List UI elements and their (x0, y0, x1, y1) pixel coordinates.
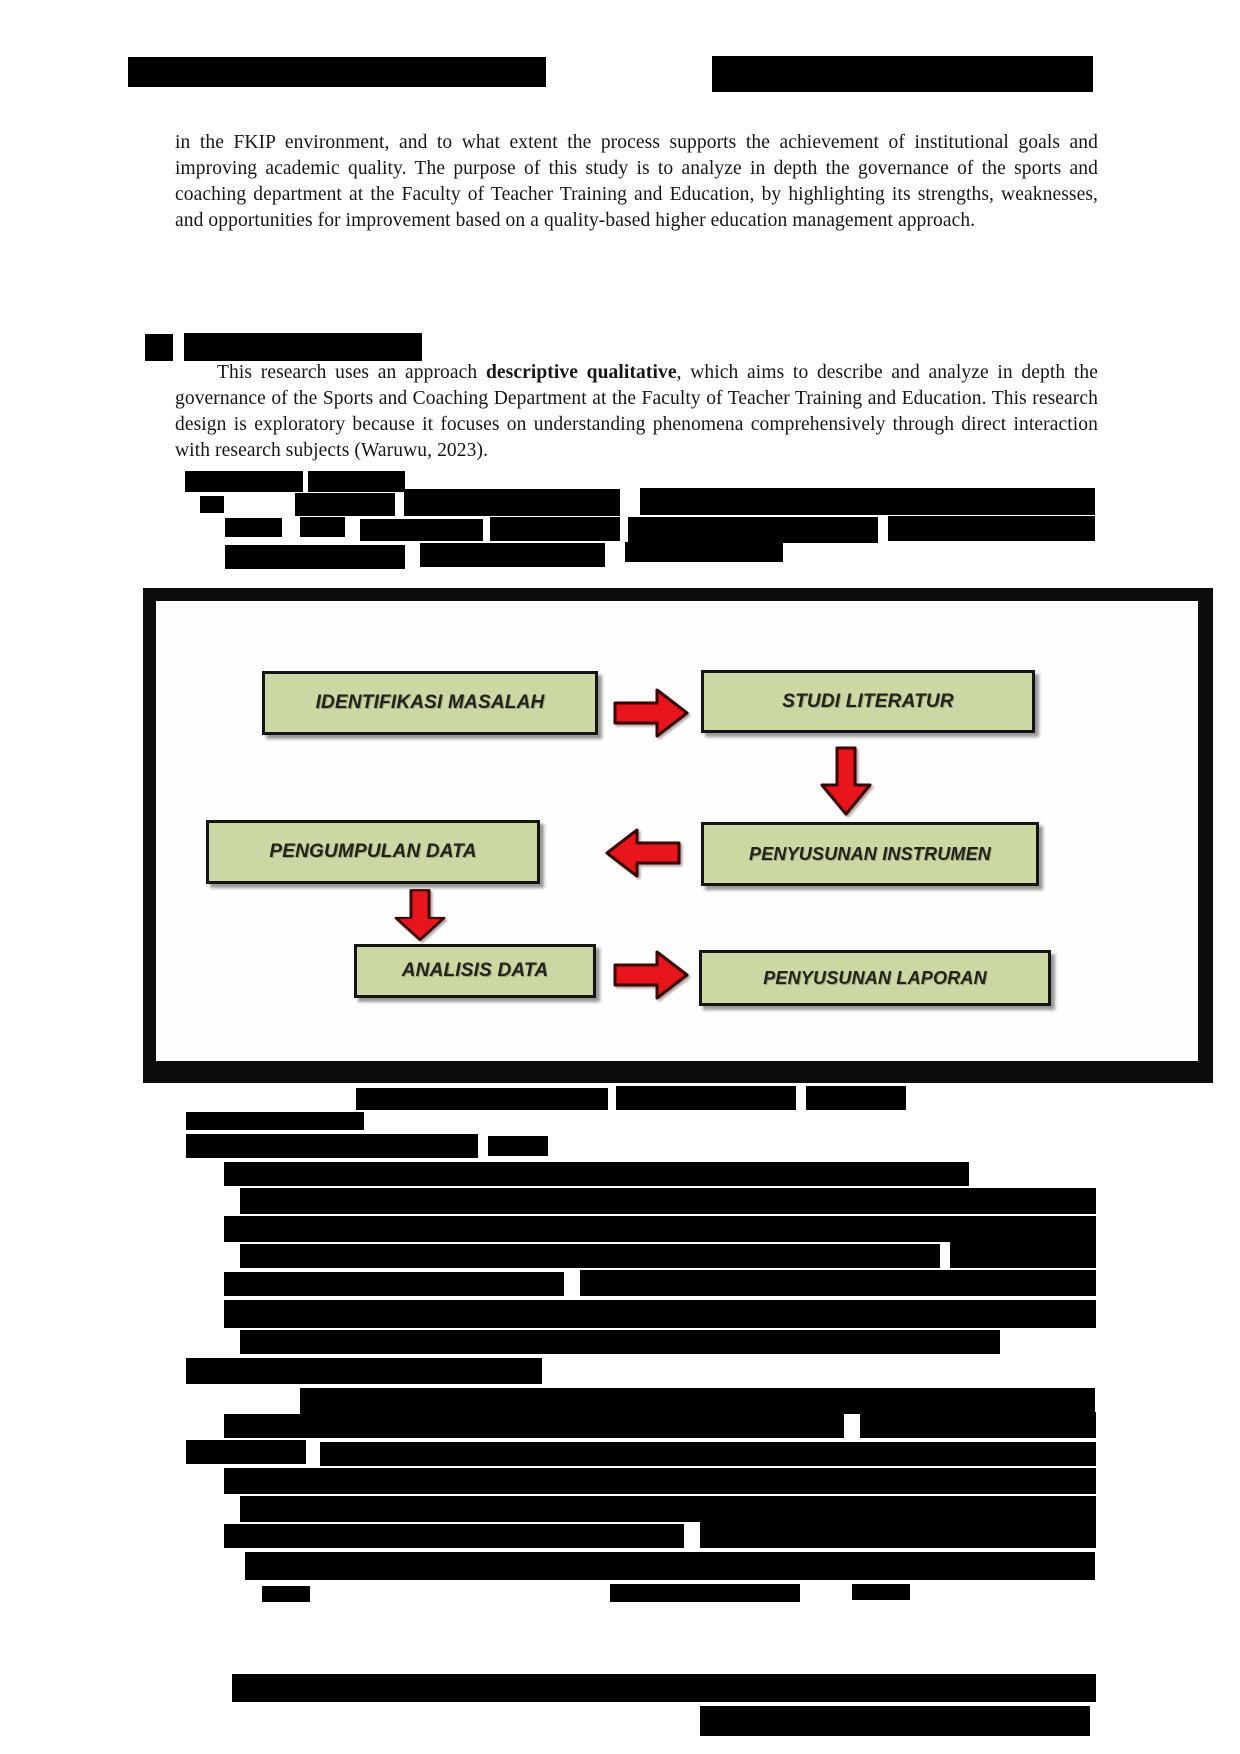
arrow-left-icon (604, 824, 682, 882)
redacted-text-block (224, 1414, 844, 1438)
redacted-text-block (420, 543, 605, 567)
redacted-text-block (640, 488, 1095, 515)
redacted-text-block (262, 1586, 310, 1602)
redacted-text-block (742, 1584, 790, 1600)
redacted-text-block (404, 489, 620, 516)
arrow-down-icon (392, 888, 448, 942)
redacted-text-block (128, 57, 546, 87)
redacted-text-block (860, 1412, 1096, 1438)
redacted-text-block (580, 1270, 1096, 1296)
redacted-text-block (240, 1244, 940, 1268)
redacted-text-block (224, 1468, 1096, 1494)
arrow-down-icon (818, 745, 874, 817)
arrow-right-icon (612, 684, 690, 742)
redacted-text-block (700, 1706, 1090, 1736)
redacted-text-block (224, 1272, 564, 1296)
redacted-text-block (225, 545, 405, 569)
redacted-text-block (700, 1522, 1096, 1548)
flow-box-penyusunan-instrumen: PENYUSUNAN INSTRUMEN (701, 822, 1039, 886)
redacted-text-block (300, 1388, 1095, 1414)
redacted-text-block (320, 1442, 1096, 1466)
redacted-text-block (490, 517, 620, 541)
redacted-text-block (232, 1674, 1096, 1702)
redacted-text-block (888, 516, 1095, 541)
redacted-text-block (240, 1188, 1096, 1214)
redacted-text-block (225, 518, 282, 537)
redacted-text-block (852, 1584, 910, 1600)
redacted-text-block (145, 334, 173, 361)
redacted-text-block (184, 333, 422, 361)
redacted-text-block (300, 517, 345, 537)
redacted-text-block (245, 1552, 1095, 1580)
redacted-text-block (224, 1216, 1096, 1242)
redacted-text-block (240, 1496, 1096, 1522)
flow-box-identifikasi-masalah: IDENTIFIKASI MASALAH (262, 671, 598, 735)
redacted-text-block (186, 1440, 306, 1464)
flow-box-penyusunan-laporan: PENYUSUNAN LAPORAN (699, 950, 1051, 1006)
redacted-text-block (806, 1086, 906, 1110)
redacted-text-block (308, 471, 405, 492)
methods-text-bold: descriptive qualitative (485, 362, 677, 383)
redacted-text-block (185, 471, 303, 492)
redacted-text-block (200, 496, 224, 513)
redacted-text-block (224, 1162, 969, 1186)
redacted-text-block (186, 1112, 364, 1130)
arrow-right-icon (612, 946, 690, 1004)
redacted-text-block (186, 1358, 542, 1384)
redacted-text-block (224, 1300, 1096, 1328)
redacted-text-block (186, 1134, 478, 1158)
redacted-text-block (950, 1242, 1096, 1268)
flow-box-analisis-data: ANALISIS DATA (354, 944, 596, 998)
redacted-text-block (224, 1524, 684, 1548)
redacted-text-block (616, 1086, 796, 1110)
redacted-text-block (628, 517, 878, 543)
body-paragraph-purpose: in the FKIP environment, and to what ext… (175, 132, 1098, 231)
redacted-text-block (712, 56, 1093, 92)
redacted-text-block (240, 1330, 1000, 1354)
redacted-text-block (625, 542, 783, 562)
flow-box-studi-literatur: STUDI LITERATUR (701, 670, 1035, 733)
flow-box-pengumpulan-data: PENGUMPULAN DATA (206, 820, 540, 884)
redacted-text-block (360, 519, 483, 541)
body-paragraph-methods: This research uses an approach descripti… (175, 360, 1098, 464)
redacted-text-block (295, 493, 395, 516)
redacted-text-block (488, 1136, 548, 1156)
methods-text-post: , which aims to describe and analyze in … (175, 362, 1098, 461)
redacted-text-block (356, 1088, 608, 1110)
methods-text-pre: This research uses an approach (217, 362, 486, 383)
